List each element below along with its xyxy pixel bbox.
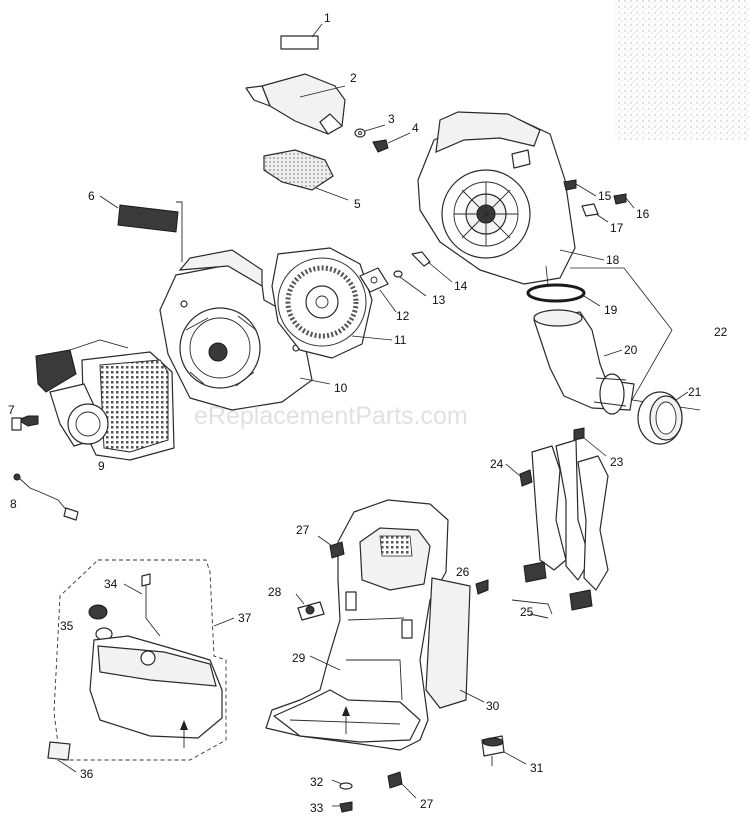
callout-34: 34 xyxy=(104,577,118,591)
part-2-air-cleaner-cover xyxy=(245,73,346,135)
callout-31: 31 xyxy=(530,761,544,775)
callout-11: 11 xyxy=(394,333,407,347)
part-16-bolt xyxy=(613,193,635,209)
part-33-screw xyxy=(332,801,353,813)
part-26-bolt xyxy=(475,579,489,595)
part-11-fan-impeller xyxy=(271,247,393,359)
watermark: eReplacementParts.com xyxy=(194,402,468,430)
callout-22: 22 xyxy=(714,325,728,339)
callout-28: 28 xyxy=(268,585,282,599)
callout-35: 35 xyxy=(60,619,74,633)
part-17-clip xyxy=(581,203,609,223)
callout-23: 23 xyxy=(610,455,624,469)
part-25-shoulder-straps xyxy=(511,439,609,619)
part-32-washer xyxy=(331,779,353,790)
part-27-grommet-lower xyxy=(387,771,417,799)
part-5-air-filter-element xyxy=(263,149,349,201)
callout-14: 14 xyxy=(454,279,468,293)
part-34-fuel-filter-pipe xyxy=(123,573,161,637)
part-24-bolt xyxy=(505,463,533,487)
callout-30: 30 xyxy=(486,699,500,713)
callout-6: 6 xyxy=(88,189,95,203)
callout-10: 10 xyxy=(334,381,348,395)
callout-27-lower: 27 xyxy=(420,797,434,811)
callout-8: 8 xyxy=(10,497,17,511)
part-7-bolt xyxy=(11,415,39,431)
part-6-caution-label xyxy=(99,195,183,262)
part-4-screw xyxy=(372,132,411,153)
callout-17: 17 xyxy=(610,221,624,235)
part-36-fuel-tank xyxy=(47,635,223,773)
callout-16: 16 xyxy=(636,207,650,221)
callout-15: 15 xyxy=(598,189,612,203)
callout-5: 5 xyxy=(354,197,361,211)
callout-labels: 1 2 3 4 5 6 7 8 9 10 11 12 13 14 15 16 1… xyxy=(8,11,728,815)
part-30-back-pad xyxy=(425,577,485,709)
part-1-label-decal xyxy=(280,23,323,50)
callout-26: 26 xyxy=(456,565,470,579)
callout-4: 4 xyxy=(412,121,419,135)
part-12-plate xyxy=(359,267,397,313)
part-19-o-ring xyxy=(526,265,601,307)
callout-13: 13 xyxy=(432,293,446,307)
callout-21: 21 xyxy=(688,385,702,399)
part-18-blower-housing xyxy=(417,111,605,285)
part-15-screw xyxy=(563,179,597,197)
part-3-washer xyxy=(354,124,386,138)
part-14-bolt xyxy=(411,251,453,283)
callout-2: 2 xyxy=(350,71,357,85)
corner-texture xyxy=(614,0,750,140)
part-28-bolt-assembly xyxy=(295,593,325,621)
callout-36: 36 xyxy=(80,767,94,781)
callout-9: 9 xyxy=(98,459,105,473)
part-37-group-outline xyxy=(53,559,227,761)
part-9-engine-assembly xyxy=(35,339,175,461)
part-8-cable xyxy=(13,473,79,521)
callout-20: 20 xyxy=(624,343,638,357)
callout-3: 3 xyxy=(388,112,395,126)
callout-27-upper: 27 xyxy=(296,523,310,537)
part-27-grommet-upper xyxy=(317,535,345,559)
callout-25: 25 xyxy=(520,605,534,619)
part-13-washer xyxy=(393,270,427,297)
part-35-fuel-cap xyxy=(88,604,113,641)
part-10-fan-housing xyxy=(159,249,331,411)
callout-7: 7 xyxy=(8,403,15,417)
callout-24: 24 xyxy=(490,457,504,471)
part-31-valve xyxy=(481,735,527,766)
callout-29: 29 xyxy=(292,651,306,665)
part-21-clamp-ring xyxy=(637,391,689,445)
part-20-elbow-pipe xyxy=(533,309,635,415)
callout-33: 33 xyxy=(310,801,324,815)
callout-12: 12 xyxy=(396,309,410,323)
part-29-back-frame xyxy=(265,499,449,751)
callout-18: 18 xyxy=(606,253,620,267)
callout-19: 19 xyxy=(604,303,618,317)
callout-37: 37 xyxy=(238,611,252,625)
callout-1: 1 xyxy=(324,11,331,25)
part-23-nut xyxy=(573,427,607,457)
callout-32: 32 xyxy=(310,775,324,789)
